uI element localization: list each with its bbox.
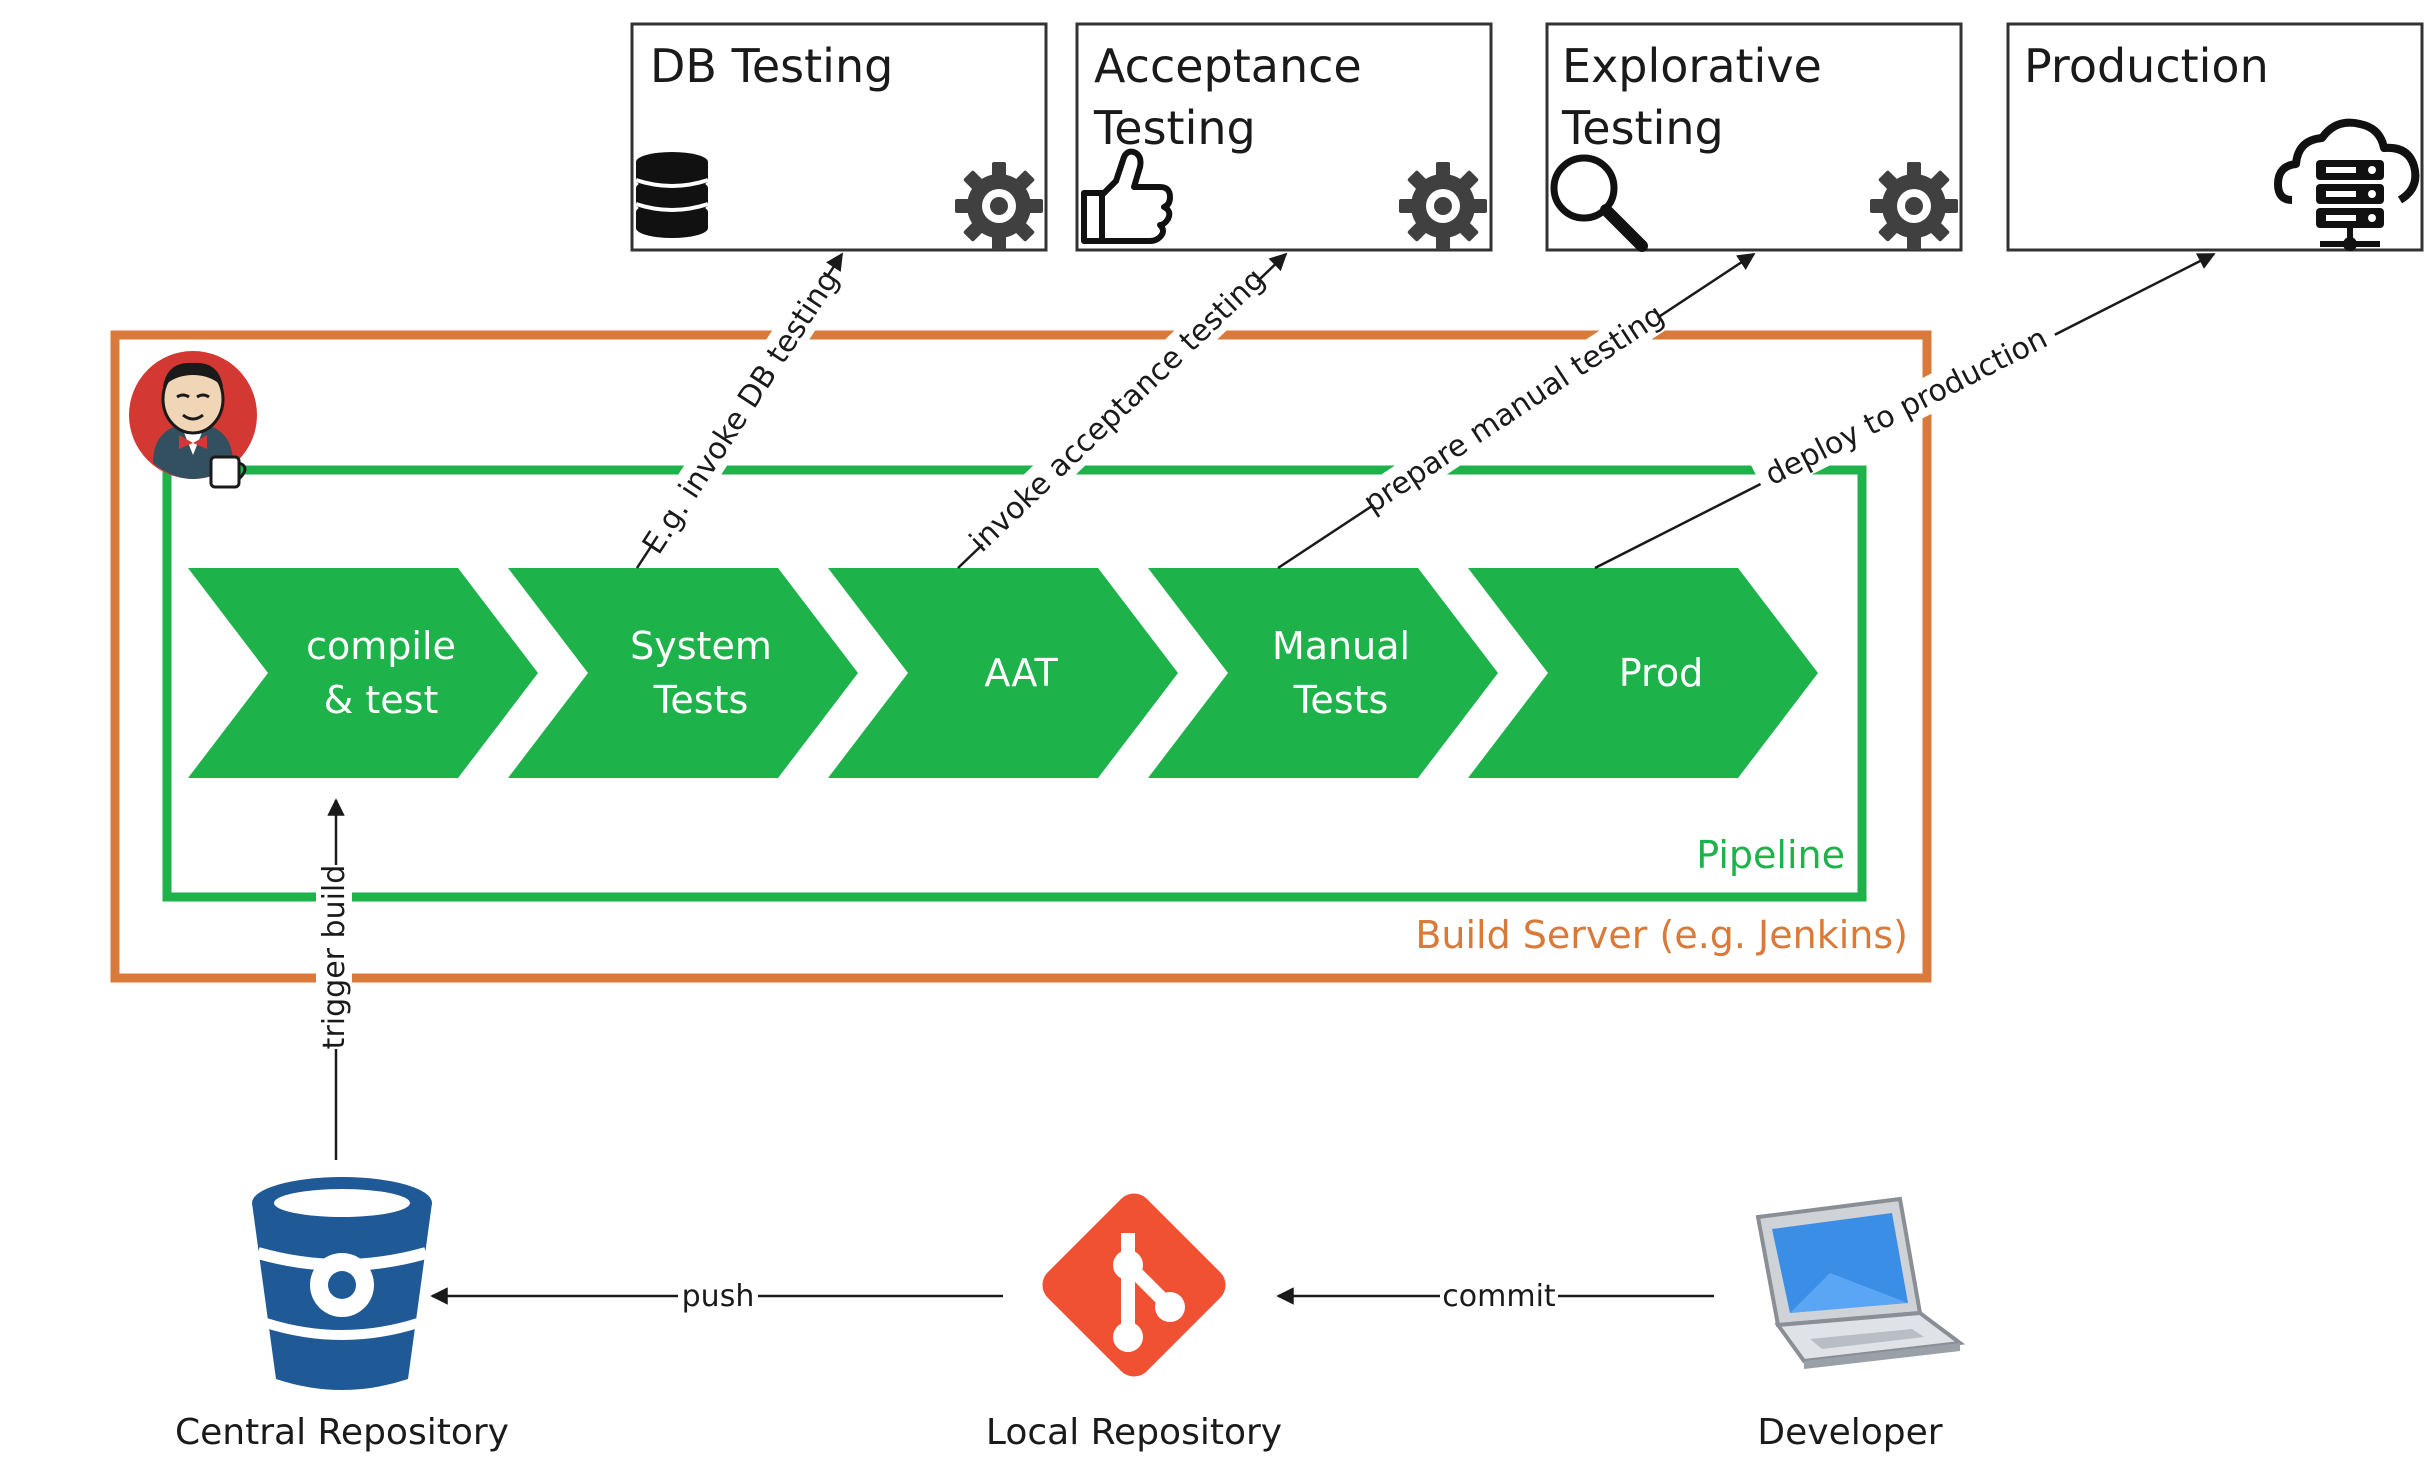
target-db-testing-title: DB Testing bbox=[650, 39, 893, 93]
local-repository-label: Local Repository bbox=[986, 1412, 1282, 1453]
edge-label-trigger-build: trigger build bbox=[317, 865, 352, 1050]
thumbs-up-icon bbox=[1081, 148, 1173, 244]
gear-icon bbox=[1399, 162, 1487, 250]
developer-label: Developer bbox=[1757, 1412, 1942, 1453]
build-server-label: Build Server (e.g. Jenkins) bbox=[1415, 913, 1908, 957]
bitbucket-icon bbox=[252, 1177, 432, 1390]
stage-chevron bbox=[1148, 568, 1498, 778]
target-production: Production bbox=[2006, 22, 2424, 252]
connector-trigger-build: trigger build bbox=[316, 798, 352, 1160]
edge-label-invoke-db: E.g. invoke DB testing bbox=[636, 264, 846, 561]
target-acceptance-title-line2: Testing bbox=[1093, 101, 1256, 155]
central-repository-label: Central Repository bbox=[175, 1412, 509, 1453]
stage-label: & test bbox=[324, 678, 439, 722]
stage-label: System bbox=[630, 624, 772, 668]
stage-chevron bbox=[188, 568, 538, 778]
database-icon bbox=[635, 152, 709, 238]
connector-invoke-acceptance: invoke acceptance testing bbox=[957, 252, 1288, 569]
git-logo-icon bbox=[1042, 1193, 1226, 1377]
stage-label: Tests bbox=[1293, 678, 1389, 722]
laptop-icon bbox=[1755, 1196, 1966, 1369]
stage-label: AAT bbox=[984, 651, 1058, 695]
edge-label-deploy-production: deploy to production bbox=[1760, 321, 2053, 493]
edge-label-invoke-acceptance: invoke acceptance testing bbox=[963, 262, 1272, 560]
target-explorative-title-line2: Testing bbox=[1561, 101, 1724, 155]
central-repository-node: Central Repository bbox=[175, 1177, 509, 1453]
stage-label: Manual bbox=[1272, 624, 1410, 668]
edge-label-commit: commit bbox=[1442, 1279, 1556, 1314]
stage-chevron bbox=[508, 568, 858, 778]
pipeline-label: Pipeline bbox=[1696, 833, 1845, 877]
target-db-testing: DB Testing bbox=[630, 22, 1048, 252]
connector-deploy-production: deploy to production bbox=[1594, 252, 2216, 570]
stage-compile: compile & test bbox=[188, 568, 538, 778]
jenkins-logo-icon bbox=[129, 351, 257, 489]
stage-chevron bbox=[1468, 568, 1818, 778]
target-acceptance-testing: Acceptance Testing bbox=[1075, 22, 1493, 252]
gear-icon bbox=[1870, 162, 1958, 250]
gear-icon bbox=[955, 162, 1043, 250]
connector-push: push bbox=[430, 1276, 1003, 1316]
stage-label: Prod bbox=[1619, 651, 1703, 695]
stage-label: compile bbox=[306, 624, 456, 668]
developer-node: Developer bbox=[1755, 1196, 1966, 1453]
build-server-frame bbox=[110, 330, 1932, 983]
pipeline-frame bbox=[162, 465, 1867, 902]
stage-chevron bbox=[828, 568, 1178, 778]
local-repository-node: Local Repository bbox=[986, 1193, 1282, 1453]
cloud-server-icon bbox=[2274, 118, 2420, 251]
target-acceptance-title-line1: Acceptance bbox=[1094, 39, 1362, 93]
stage-label: Tests bbox=[653, 678, 749, 722]
target-explorative-testing: Explorative Testing bbox=[1545, 22, 1963, 252]
target-explorative-title-line1: Explorative bbox=[1562, 39, 1822, 93]
connector-commit: commit bbox=[1276, 1276, 1714, 1316]
edge-label-push: push bbox=[682, 1279, 755, 1314]
stage-aat: AAT bbox=[828, 568, 1178, 778]
stage-prod: Prod bbox=[1468, 568, 1818, 778]
target-production-title: Production bbox=[2024, 39, 2269, 93]
connector-prepare-manual: prepare manual testing bbox=[1277, 252, 1756, 570]
magnifier-icon bbox=[1550, 154, 1648, 252]
connector-invoke-db: E.g. invoke DB testing bbox=[636, 252, 846, 569]
